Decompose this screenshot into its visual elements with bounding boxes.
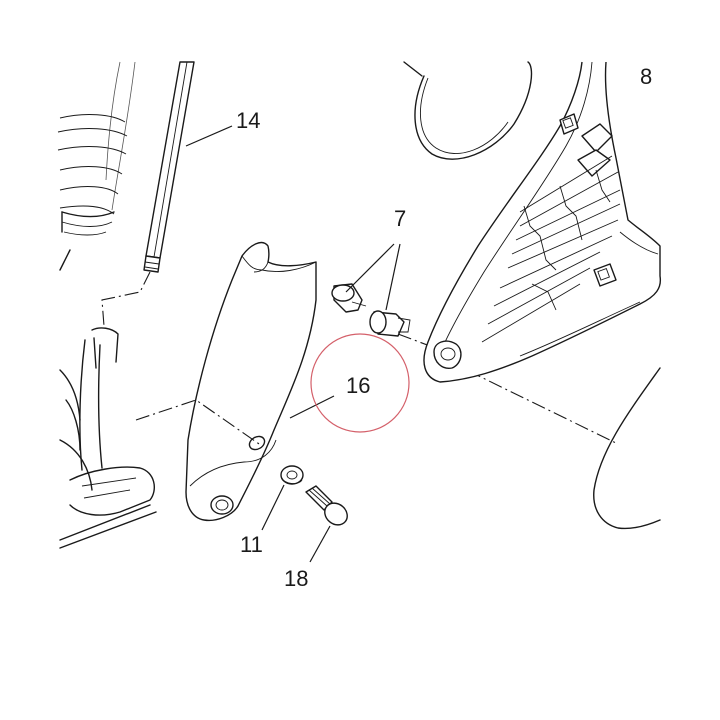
callout-14: 14 [236,108,260,133]
leader-7b [385,243,401,311]
callout-8: 8 [640,64,652,89]
part-7-fasteners [331,283,411,337]
part-14-rod [143,61,195,273]
part-11-washer [280,465,304,485]
leader-11 [261,484,285,531]
axis-line-rod [101,271,151,327]
left-frame-assembly [57,61,157,549]
leader-14 [185,125,233,147]
leader-7a [345,243,395,293]
part-18-bolt [305,485,348,526]
part-8-fairing [403,61,662,530]
highlight-circle-16 [310,333,410,433]
leader-18 [309,525,331,563]
callout-11: 11 [240,532,263,557]
callout-16: 16 [346,373,370,398]
callout-18: 18 [284,566,308,591]
callout-7: 7 [394,206,406,231]
part-16-fork-cover [185,241,317,522]
leader-16 [289,395,335,419]
